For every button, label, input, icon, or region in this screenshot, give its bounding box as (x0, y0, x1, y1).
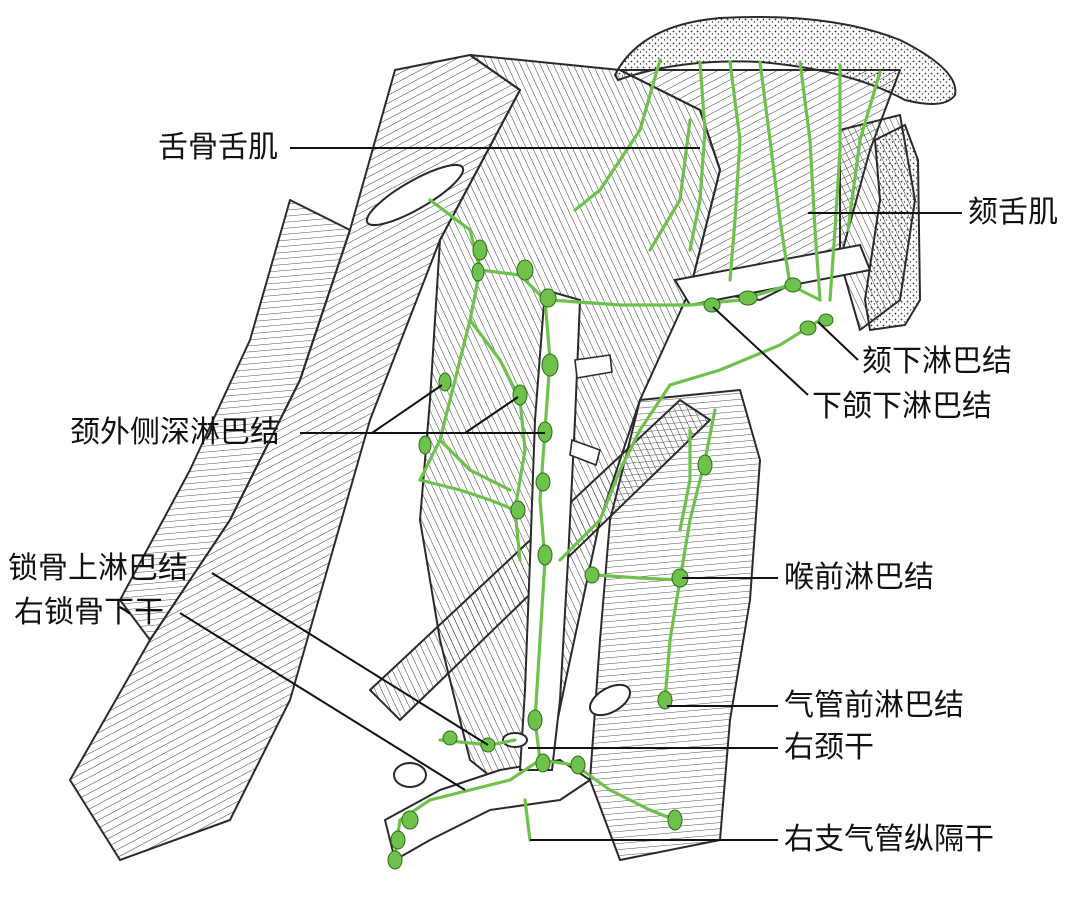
leader-subclavian (179, 612, 466, 791)
label-prelaryngeal-nodes: 喉前淋巴结 (784, 560, 934, 595)
leader-deep-cervical-b (371, 384, 443, 434)
label-genioglossus: 颏舌肌 (968, 195, 1058, 230)
label-right-bronchomediastinal-trunk: 右支气管纵隔干 (784, 822, 994, 857)
leader-submental (817, 321, 859, 361)
leader-deep-cervical-c (464, 396, 519, 434)
vein-branch (574, 354, 613, 379)
leader-submandibular (712, 306, 809, 396)
vein-branch (569, 438, 601, 467)
label-submental-nodes: 颏下淋巴结 (862, 344, 1012, 379)
cut-muscle-stub (589, 683, 631, 717)
label-deep-lateral-cervical-nodes: 颈外侧深淋巴结 (70, 415, 280, 450)
internal-jugular-vein (518, 288, 582, 771)
label-hyoglossus: 舌骨舌肌 (158, 130, 278, 165)
leader-supraclavicular (211, 572, 489, 746)
mandible-section (863, 123, 922, 332)
label-pretracheal-nodes: 气管前淋巴结 (784, 688, 964, 723)
label-supraclavicular-nodes: 锁骨上淋巴结 (8, 551, 188, 586)
lymph-vessels (393, 58, 882, 857)
label-right-subclavian-trunk: 右锁骨下干 (14, 595, 164, 630)
cut-muscle-stub (393, 762, 427, 788)
label-right-jugular-trunk: 右颈干 (784, 730, 874, 765)
cut-muscle-stub (365, 163, 465, 227)
hyoid-bone (673, 243, 872, 307)
lymph-nodes (387, 239, 834, 870)
label-submandibular-nodes: 下颌下淋巴结 (812, 389, 992, 424)
leader-lines (179, 147, 962, 841)
tongue-surface (613, 15, 957, 105)
